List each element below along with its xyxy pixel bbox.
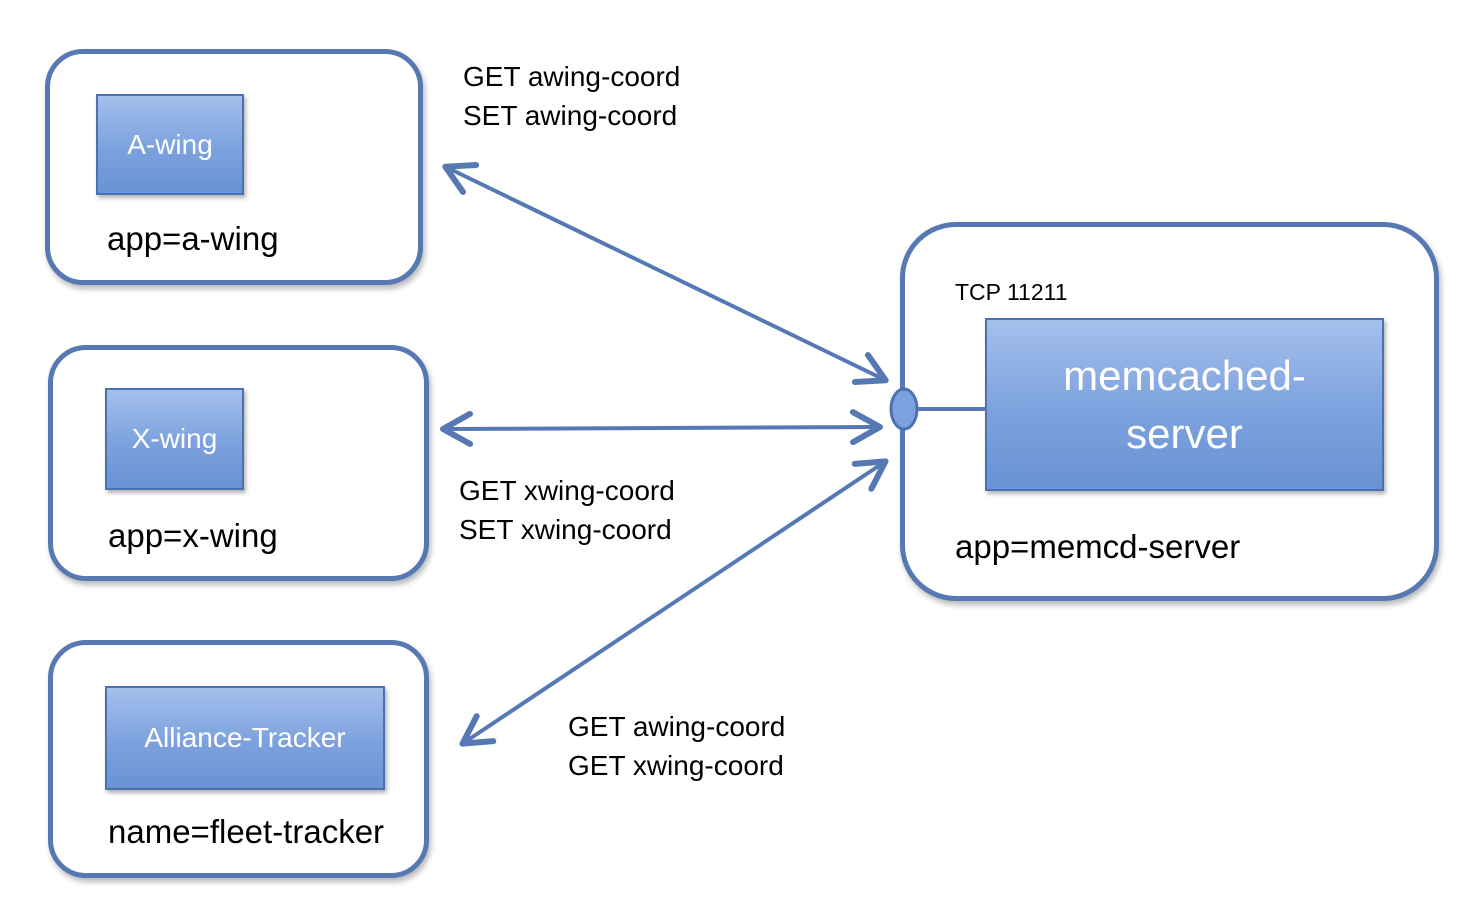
memcd-app-box: memcached- server bbox=[985, 318, 1384, 491]
memcd-port-label: TCP 11211 bbox=[955, 279, 1068, 305]
memcd-pod-label: app=memcd-server bbox=[955, 528, 1241, 565]
service-port-node bbox=[889, 387, 919, 431]
tracker-pod-label: name=fleet-tracker bbox=[108, 813, 385, 850]
tracker-app-box: Alliance-Tracker bbox=[105, 686, 385, 790]
tracker-app-label: Alliance-Tracker bbox=[144, 722, 346, 753]
awing-pod-label: app=a-wing bbox=[107, 220, 279, 257]
xwing-arrow bbox=[440, 409, 883, 447]
awing-arrow bbox=[442, 161, 889, 386]
awing-messages: GET awing-coord SET awing-coord bbox=[463, 61, 681, 131]
awing-app-label: A-wing bbox=[127, 128, 213, 160]
awing-app-box: A-wing bbox=[96, 94, 244, 195]
xwing-pod-label: app=x-wing bbox=[108, 517, 278, 554]
xwing-app-box: X-wing bbox=[105, 388, 244, 490]
xwing-app-label: X-wing bbox=[131, 423, 218, 454]
memcd-app-label: memcached- server bbox=[1063, 351, 1306, 457]
tracker-arrow bbox=[459, 458, 889, 747]
